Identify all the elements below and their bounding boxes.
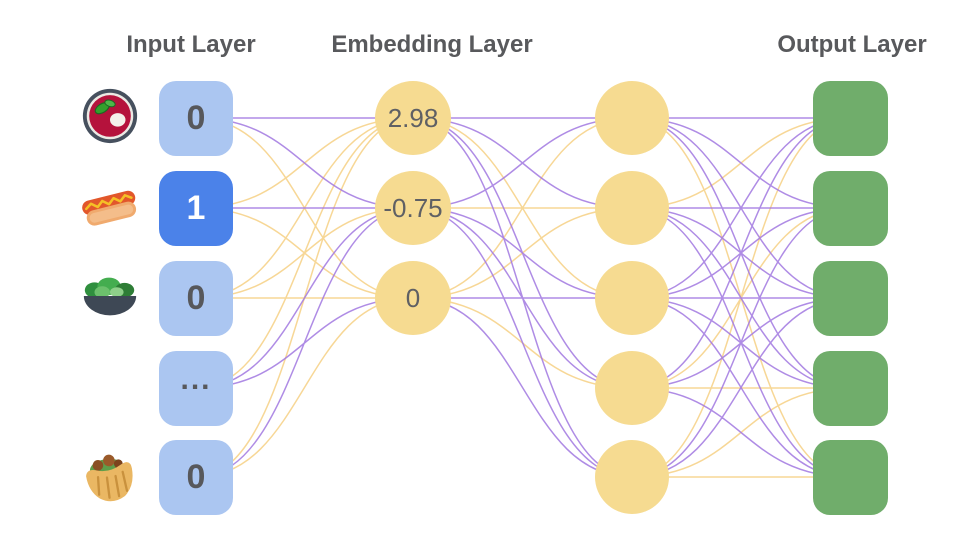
- input-node-label: 0: [186, 458, 206, 496]
- purple-edge-paths: [631, 117, 851, 478]
- hot-dog-icon: [82, 190, 137, 226]
- output-node: [813, 261, 888, 336]
- input-node: 0: [159, 81, 233, 156]
- output-node: [813, 171, 888, 246]
- embedding-node-value: 0: [405, 282, 421, 313]
- output-node: [813, 351, 888, 426]
- embedding-node: 2.98: [375, 81, 451, 155]
- input-node-active: 1: [159, 171, 233, 246]
- hidden-node: [595, 81, 669, 155]
- soup-bowl-icon: [82, 88, 138, 144]
- input-node-label: 0: [186, 99, 206, 137]
- embedding-node-value: 2.98: [387, 102, 439, 133]
- input-node: 0: [159, 261, 233, 336]
- hidden-node: [595, 440, 669, 514]
- input-node: 0: [159, 440, 233, 515]
- input-node-label: ...: [180, 362, 212, 396]
- stuffed-flatbread-icon: [86, 454, 133, 502]
- output-node: [813, 81, 888, 156]
- embedding-node-value: -0.75: [383, 192, 443, 223]
- hidden-node: [595, 171, 669, 245]
- hidden-node: [595, 261, 669, 335]
- input-layer-title: Input Layer: [126, 31, 256, 58]
- output-layer-title: Output Layer: [777, 31, 927, 58]
- input-node-label: 1: [186, 189, 206, 227]
- purple-edge-paths: [195, 117, 414, 478]
- purple-edge-paths: [412, 117, 633, 478]
- output-node: [813, 440, 888, 515]
- embedding-node: 0: [375, 261, 451, 335]
- input-node: ...: [159, 351, 233, 426]
- embedding-layer-title: Embedding Layer: [331, 31, 533, 58]
- salad-bowl-icon: [83, 277, 137, 316]
- hidden-node: [595, 351, 669, 425]
- embedding-node: -0.75: [375, 171, 451, 245]
- yellow-edge-paths: [412, 117, 633, 389]
- input-node-label: 0: [186, 279, 206, 317]
